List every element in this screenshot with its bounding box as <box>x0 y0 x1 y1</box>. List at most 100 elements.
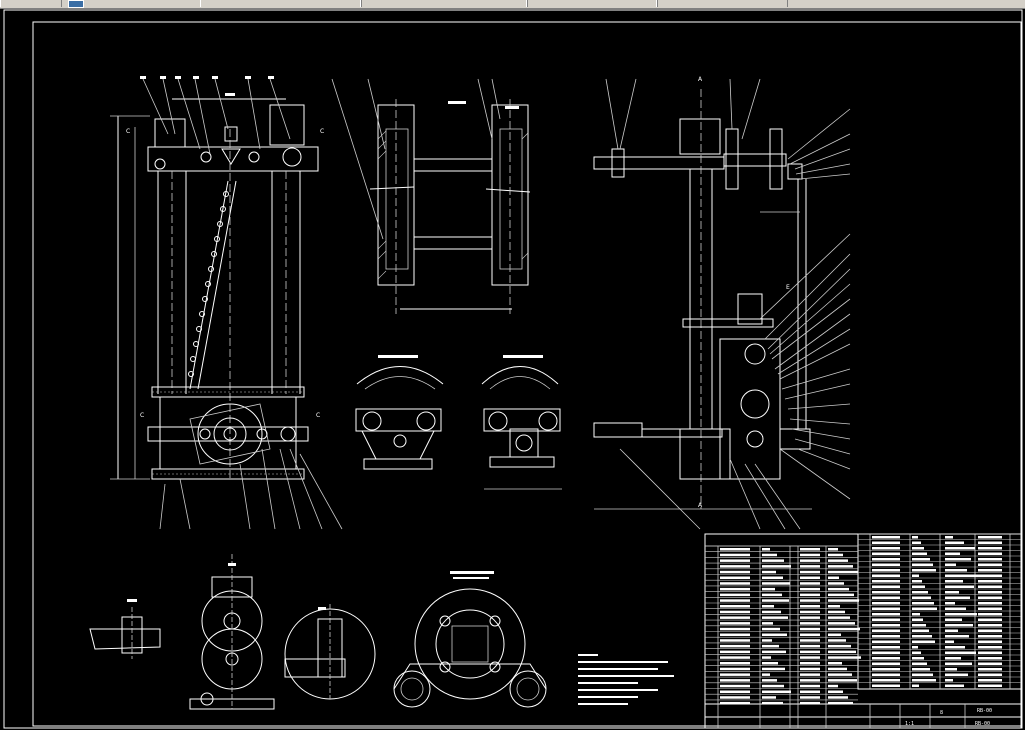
parts-list-cell <box>978 569 1002 572</box>
parts-list-cell <box>945 580 963 583</box>
parts-list-cell <box>978 574 1002 577</box>
parts-list-cell <box>720 650 750 654</box>
parts-list-cell <box>720 622 750 625</box>
inner-frame <box>32 21 1022 727</box>
parts-list-cell <box>800 570 820 574</box>
parts-list-cell <box>945 552 960 555</box>
parts-list-cell <box>945 596 970 599</box>
section-view-left <box>355 355 444 470</box>
parts-list-cell <box>872 624 900 627</box>
parts-list-cell <box>912 580 922 583</box>
parts-list-cell <box>720 548 750 551</box>
parts-list-cell <box>720 553 750 557</box>
parts-list-cell <box>800 622 820 625</box>
svg-text:C: C <box>320 128 324 135</box>
parts-list-cell <box>762 622 773 625</box>
drawing-canvas[interactable]: C C C C <box>0 9 1025 730</box>
parts-list-cell <box>800 633 820 636</box>
parts-list-cell <box>945 668 957 671</box>
title-block-scale: 1:1 <box>905 721 914 727</box>
parts-list-cell <box>720 587 750 591</box>
detail-view-2 <box>189 554 275 710</box>
parts-list-cell <box>828 696 848 699</box>
parts-list-cell <box>978 624 1002 627</box>
parts-list-cell <box>762 627 780 631</box>
parts-list-cell <box>945 624 973 627</box>
parts-list-cell <box>720 696 750 699</box>
parts-list-cell <box>720 565 750 568</box>
parts-list-cell <box>978 547 1002 550</box>
parts-list-cell <box>978 640 1002 643</box>
parts-list-cell <box>872 580 900 583</box>
parts-list-cell <box>800 639 820 642</box>
parts-list-cell <box>720 673 750 676</box>
parts-list: 1:1 8 RB-00 RB-00 <box>704 533 1022 729</box>
toolbar-tab-3[interactable] <box>360 0 528 7</box>
svg-text:A: A <box>698 76 703 83</box>
parts-list-cell <box>912 657 924 660</box>
toolbar-tab-1[interactable] <box>0 0 62 7</box>
toolbar-tab-5[interactable] <box>656 0 788 7</box>
technical-notes <box>578 654 674 705</box>
parts-list-cell <box>800 576 820 579</box>
parts-list-cell <box>762 701 783 705</box>
parts-list-cell <box>720 610 750 614</box>
parts-list-cell <box>872 585 900 588</box>
parts-list-cell <box>828 610 845 614</box>
parts-list-cell <box>912 662 927 665</box>
parts-list-cell <box>872 596 900 599</box>
parts-list-cell <box>762 662 778 665</box>
parts-list-cell <box>762 673 770 676</box>
parts-list-cell <box>945 629 958 632</box>
parts-list-cell <box>872 618 900 621</box>
parts-list-cell <box>800 599 820 602</box>
parts-list-cell <box>800 650 820 654</box>
parts-list-cell <box>912 547 924 550</box>
parts-list-cell <box>872 640 900 643</box>
parts-list-cell <box>720 576 750 579</box>
parts-list-cell <box>828 690 843 693</box>
toolbar-tab-2[interactable] <box>200 0 362 7</box>
parts-list-cell <box>978 629 1002 632</box>
parts-list-cell <box>945 679 953 682</box>
parts-list-cell <box>720 633 750 636</box>
parts-list-cell <box>720 690 750 693</box>
parts-list-cell <box>872 613 900 616</box>
parts-list-cell <box>912 602 934 605</box>
parts-list-cell <box>945 640 954 643</box>
parts-list-cell <box>912 536 918 539</box>
parts-list-cell <box>762 650 786 654</box>
parts-list-cell <box>945 646 965 649</box>
parts-list-cell <box>762 696 776 699</box>
parts-list-cell <box>828 593 854 597</box>
parts-list-cell <box>872 635 900 638</box>
parts-list-cell <box>762 656 771 659</box>
parts-list-cell <box>978 580 1002 583</box>
parts-list-cell <box>762 633 787 636</box>
parts-list-cell <box>978 536 1002 539</box>
svg-text:C: C <box>316 412 320 419</box>
parts-list-cell <box>762 639 772 642</box>
toolbar-tab-4[interactable] <box>526 0 658 7</box>
parts-list-cell <box>800 559 820 562</box>
parts-list-cell <box>762 582 790 585</box>
parts-list-cell <box>872 673 900 676</box>
svg-text:C: C <box>140 412 144 419</box>
parts-list-cell <box>720 679 750 682</box>
parts-list-cell <box>828 679 857 682</box>
parts-list-cell <box>828 576 839 579</box>
parts-list-cell <box>945 662 972 665</box>
right-view: A A E <box>593 76 851 530</box>
parts-list-cell <box>872 629 900 632</box>
parts-list-cell <box>978 558 1002 561</box>
parts-list-cell <box>800 593 820 597</box>
parts-list-cell <box>828 570 858 574</box>
outer-frame <box>3 9 1023 729</box>
parts-list-cell <box>762 559 784 562</box>
parts-list-cell <box>945 569 967 572</box>
parts-list-cell <box>720 627 750 631</box>
parts-list-cell <box>945 558 971 561</box>
app-icon[interactable] <box>68 0 84 8</box>
parts-list-cell <box>720 616 750 619</box>
parts-list-cell <box>828 599 859 602</box>
